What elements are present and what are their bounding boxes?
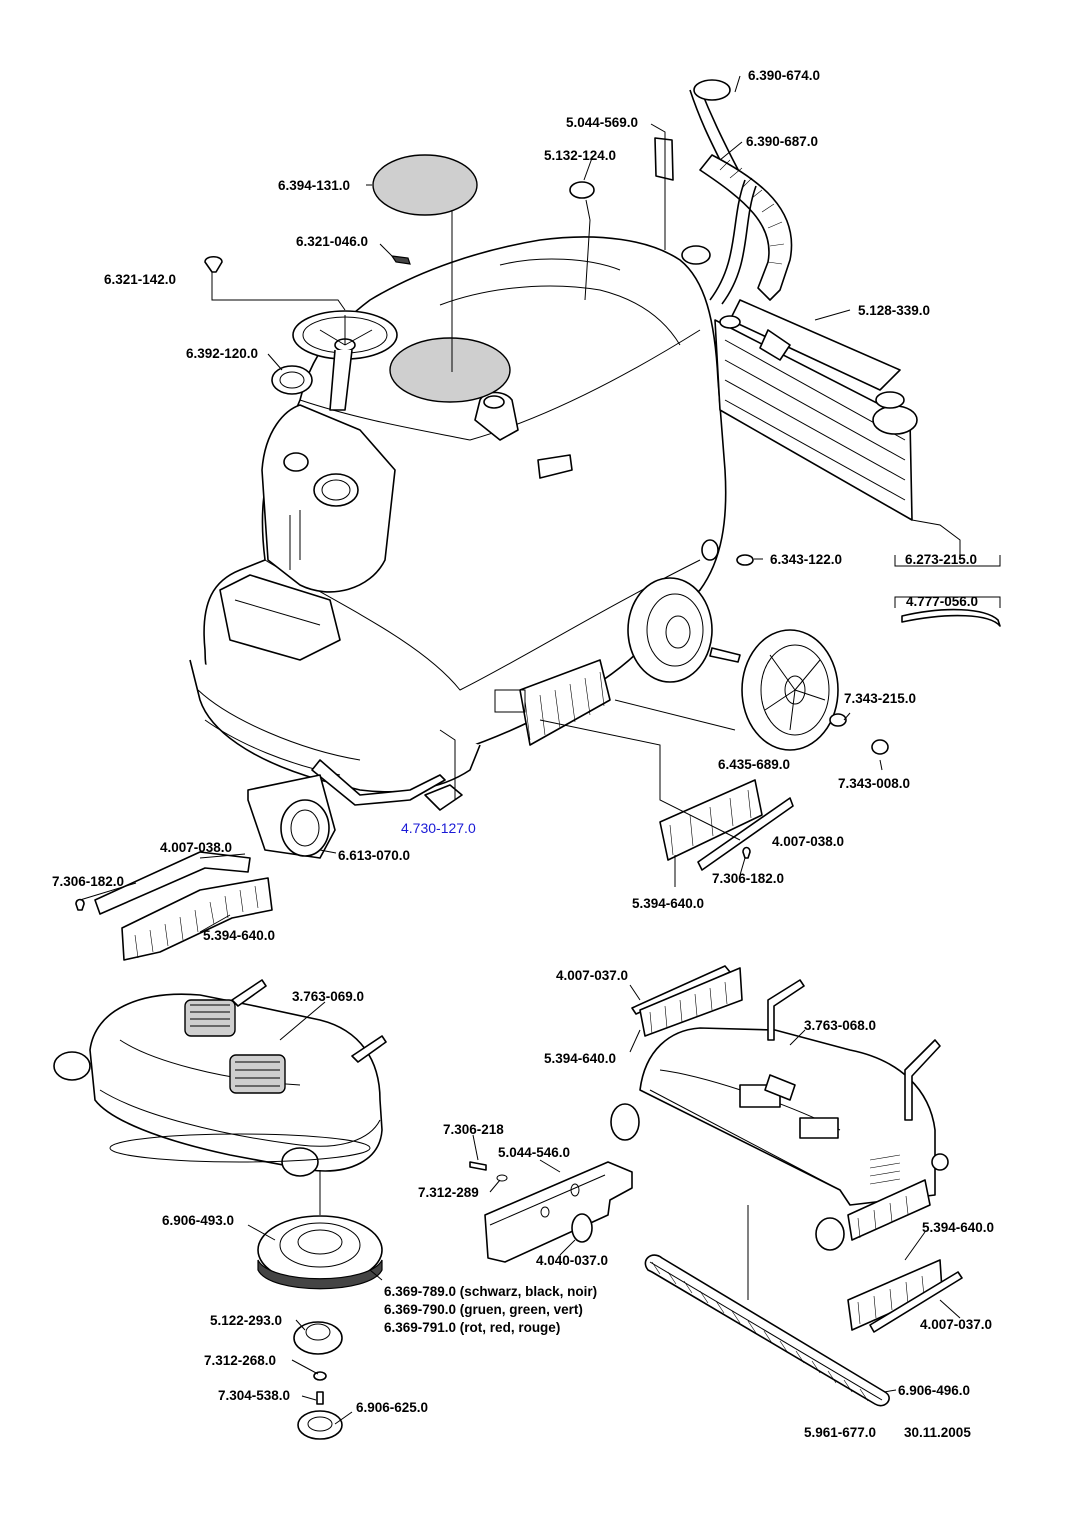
label-5.132-124.0: 5.132-124.0 bbox=[544, 148, 616, 163]
drive-plates bbox=[293, 1321, 343, 1440]
leader-lines bbox=[79, 75, 1001, 1425]
label-5.122-293.0: 5.122-293.0 bbox=[210, 1313, 282, 1328]
label-7.312-289: 7.312-289 bbox=[418, 1185, 479, 1200]
label-6.394-131.0: 6.394-131.0 bbox=[278, 178, 350, 193]
label-6.906-493.0: 6.906-493.0 bbox=[162, 1213, 234, 1228]
label-6.390-687.0: 6.390-687.0 bbox=[746, 134, 818, 149]
mount-bracket bbox=[469, 1161, 633, 1263]
label-6.613-070.0: 6.613-070.0 bbox=[338, 848, 410, 863]
label-4.007-038.0-right: 4.007-038.0 bbox=[772, 834, 844, 849]
label-6.321-046.0: 6.321-046.0 bbox=[296, 234, 368, 249]
label-5.394-640.0-left: 5.394-640.0 bbox=[203, 928, 275, 943]
label-5.044-569.0: 5.044-569.0 bbox=[566, 115, 638, 130]
label-7.343-008.0: 7.343-008.0 bbox=[838, 776, 910, 791]
label-5.394-640.0-lower-right: 5.394-640.0 bbox=[922, 1220, 994, 1235]
label-7.306-182.0-left: 7.306-182.0 bbox=[52, 874, 124, 889]
label-7.312-268.0: 7.312-268.0 bbox=[204, 1353, 276, 1368]
footer-date: 30.11.2005 bbox=[904, 1425, 971, 1440]
label-6.906-496.0: 6.906-496.0 bbox=[898, 1383, 970, 1398]
brush-disc bbox=[257, 1200, 383, 1290]
part-6.394-131-seat-pad bbox=[372, 154, 478, 216]
hose-assembly bbox=[681, 79, 793, 305]
label-6.435-689.0: 6.435-689.0 bbox=[718, 757, 790, 772]
label-6.369-791.0: 6.369-791.0 (rot, red, rouge) bbox=[384, 1320, 560, 1335]
label-7.304-538.0: 7.304-538.0 bbox=[218, 1388, 290, 1403]
label-3.763-069.0: 3.763-069.0 bbox=[292, 989, 364, 1004]
label-7.306-182.0-right: 7.306-182.0 bbox=[712, 871, 784, 886]
label-7.343-215.0: 7.343-215.0 bbox=[844, 691, 916, 706]
label-5.128-339.0: 5.128-339.0 bbox=[858, 303, 930, 318]
label-5.394-640.0-upper-right: 5.394-640.0 bbox=[544, 1051, 616, 1066]
part-5.132-124-plug bbox=[569, 181, 595, 199]
left-side-skirt bbox=[75, 851, 273, 961]
part-5.044-569-plate bbox=[654, 137, 674, 181]
deck-skirt-upper bbox=[631, 965, 743, 1037]
part-6.321-142-knob bbox=[204, 255, 223, 273]
label-6.390-674.0: 6.390-674.0 bbox=[748, 68, 820, 83]
part-6.343-122-cap bbox=[736, 554, 754, 566]
label-3.763-068.0: 3.763-068.0 bbox=[804, 1018, 876, 1033]
label-4.007-037.0-bottom: 4.007-037.0 bbox=[920, 1317, 992, 1332]
front-drive-motor bbox=[247, 774, 463, 859]
part-6.321-046-clip bbox=[390, 255, 411, 265]
disc-brush-deck bbox=[53, 979, 387, 1177]
machine-body bbox=[189, 236, 727, 806]
label-5.394-640.0-mid: 5.394-640.0 bbox=[632, 896, 704, 911]
label-4.040-037.0: 4.040-037.0 bbox=[536, 1253, 608, 1268]
label-6.392-120.0: 6.392-120.0 bbox=[186, 346, 258, 361]
label-6.321-142.0: 6.321-142.0 bbox=[104, 272, 176, 287]
label-6.273-215.0: 6.273-215.0 bbox=[905, 552, 977, 567]
label-6.369-789.0: 6.369-789.0 (schwarz, black, noir) bbox=[384, 1284, 597, 1299]
deck-skirt-lower bbox=[847, 1259, 963, 1333]
part-labels: 6.390-674.0 5.044-569.0 6.390-687.0 5.13… bbox=[52, 68, 994, 1440]
right-side-skirt bbox=[659, 779, 794, 871]
label-5.044-546.0: 5.044-546.0 bbox=[498, 1145, 570, 1160]
squeegee-assembly bbox=[714, 299, 918, 521]
label-6.906-625.0: 6.906-625.0 bbox=[356, 1400, 428, 1415]
part-4.777-056-strip bbox=[901, 608, 1001, 627]
label-7.306-218: 7.306-218 bbox=[443, 1122, 504, 1137]
label-6.343-122.0: 6.343-122.0 bbox=[770, 552, 842, 567]
footer-doc-number: 5.961-677.0 bbox=[804, 1425, 876, 1440]
label-6.369-790.0: 6.369-790.0 (gruen, green, vert) bbox=[384, 1302, 583, 1317]
cylinder-brush-deck bbox=[610, 979, 949, 1251]
label-4.007-037.0-top: 4.007-037.0 bbox=[556, 968, 628, 983]
label-4.777-056.0: 4.777-056.0 bbox=[906, 594, 978, 609]
part-link-4.730-127.0[interactable]: 4.730-127.0 bbox=[401, 820, 476, 836]
label-4.007-038.0-left: 4.007-038.0 bbox=[160, 840, 232, 855]
rear-wheel bbox=[709, 629, 889, 755]
